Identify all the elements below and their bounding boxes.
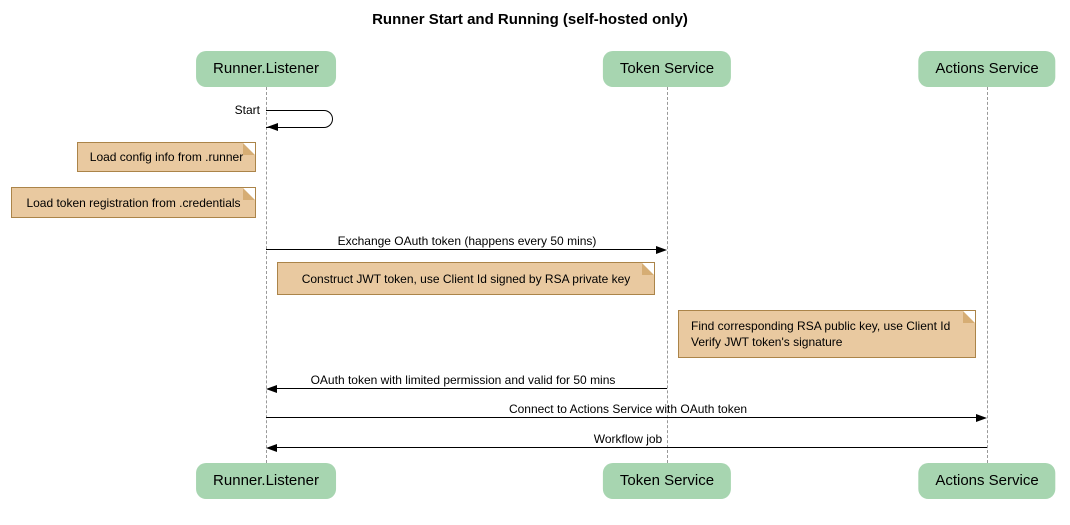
participant-actions-service-bottom: Actions Service — [918, 463, 1056, 499]
note-load-config: Load config info from .runner — [77, 142, 256, 172]
note-fold-icon — [963, 311, 975, 323]
note-construct-jwt: Construct JWT token, use Client Id signe… — [277, 262, 655, 295]
note-fold-icon — [243, 143, 255, 155]
self-message-loop — [266, 110, 333, 128]
note-fold-icon — [642, 263, 654, 275]
message-label-workflow-job: Workflow job — [593, 432, 663, 446]
message-label-oauth-token: OAuth token with limited permission and … — [310, 373, 616, 387]
participant-runner-listener-top: Runner.Listener — [196, 51, 336, 87]
participant-actions-service-top: Actions Service — [918, 51, 1056, 87]
note-text: Find corresponding RSA public key, use C… — [691, 319, 951, 349]
arrowhead-left-icon — [267, 123, 278, 131]
arrowhead-right-icon — [976, 414, 987, 422]
message-label-start: Start — [234, 103, 260, 117]
participant-token-service-top: Token Service — [602, 51, 732, 87]
lifeline-runner-listener — [265, 87, 267, 463]
note-text: Load token registration from .credential… — [26, 195, 241, 210]
note-load-token-registration: Load token registration from .credential… — [11, 187, 256, 218]
message-arrow-line — [266, 249, 656, 250]
message-label-exchange-oauth: Exchange OAuth token (happens every 50 m… — [337, 234, 597, 248]
message-arrow-line — [277, 388, 667, 389]
message-label-connect: Connect to Actions Service with OAuth to… — [508, 402, 748, 416]
note-text: Construct JWT token, use Client Id signe… — [301, 271, 631, 286]
message-arrow-line — [277, 447, 987, 448]
note-verify-jwt: Find corresponding RSA public key, use C… — [678, 310, 976, 358]
lifeline-actions-service — [986, 87, 988, 463]
arrowhead-left-icon — [266, 385, 277, 393]
participant-token-service-bottom: Token Service — [602, 463, 732, 499]
diagram-title: Runner Start and Running (self-hosted on… — [372, 11, 688, 28]
note-fold-icon — [243, 188, 255, 200]
participant-runner-listener-bottom: Runner.Listener — [196, 463, 336, 499]
lifeline-token-service — [666, 87, 668, 463]
message-arrow-line — [266, 417, 976, 418]
note-text: Load config info from .runner — [89, 150, 244, 164]
arrowhead-left-icon — [266, 444, 277, 452]
arrowhead-right-icon — [656, 246, 667, 254]
